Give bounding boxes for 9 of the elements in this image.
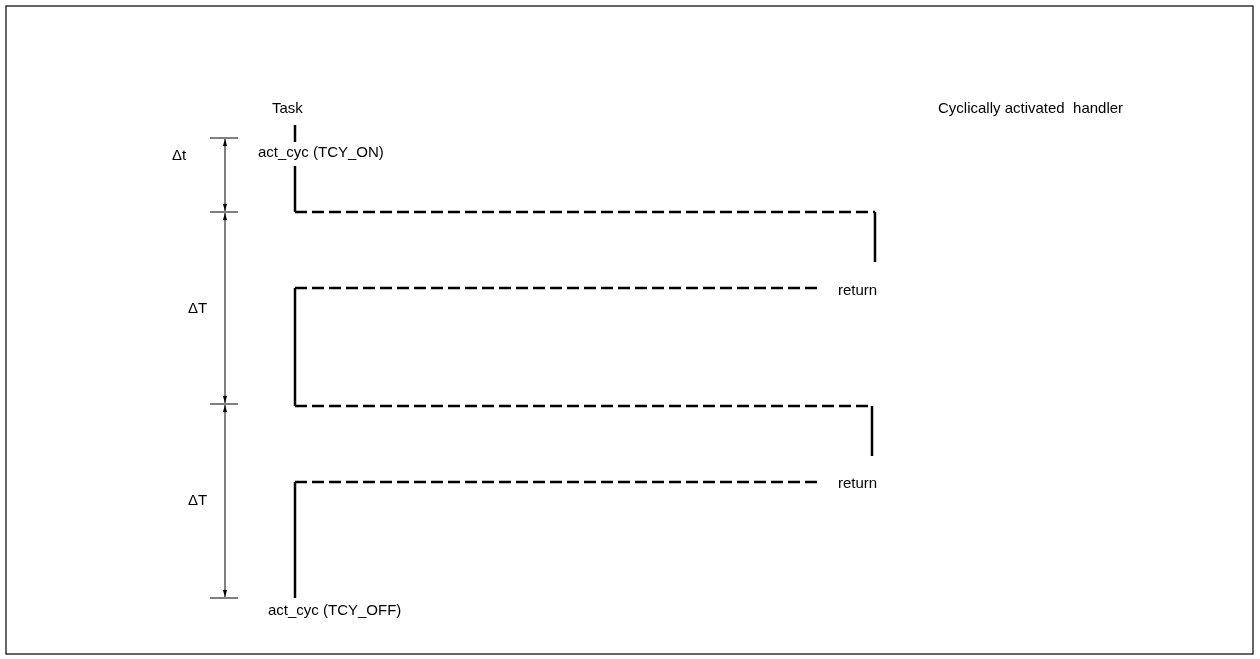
return-label: return [838, 474, 878, 492]
lane-title: Task [272, 99, 303, 117]
time-interval-label: Δt [172, 146, 187, 164]
function-call-label: act_cyc (TCY_ON) [258, 143, 384, 161]
time-interval-label: ΔT [188, 491, 208, 509]
function-call-label: act_cyc (TCY_OFF) [268, 601, 402, 619]
return-label: return [838, 281, 878, 299]
time-interval-label: ΔT [188, 299, 208, 317]
lane-title: Cyclically activated handler [938, 99, 1124, 117]
